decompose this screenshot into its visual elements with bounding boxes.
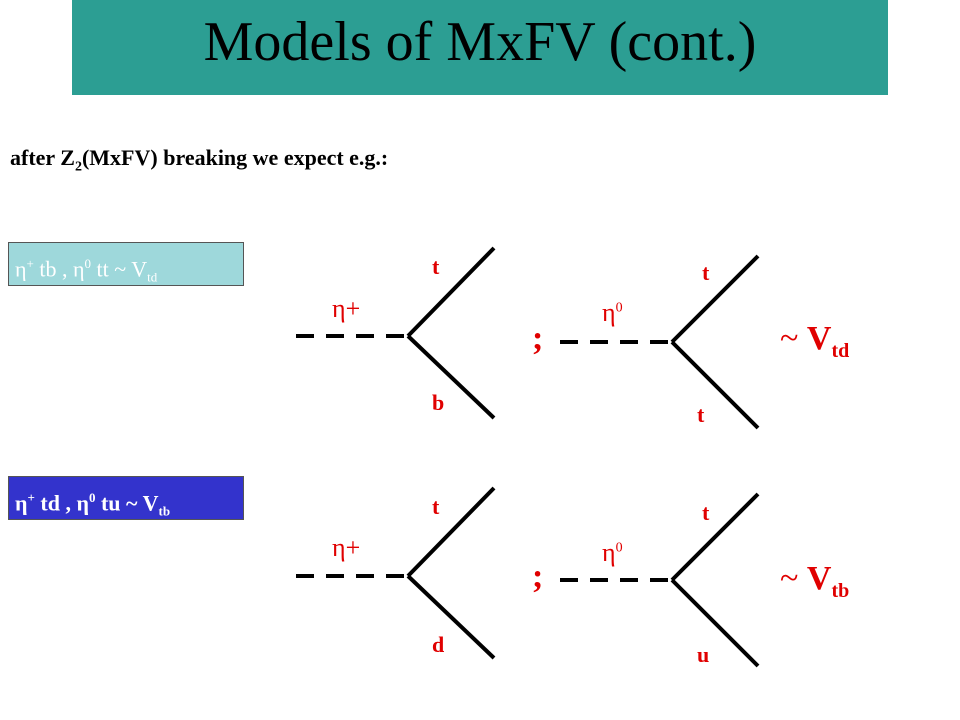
quark-label-top: t bbox=[432, 254, 440, 279]
quark-line-t-5 bbox=[670, 492, 760, 582]
quark-label-down: d bbox=[432, 632, 445, 657]
quark-label-top: t bbox=[432, 494, 440, 519]
quark-line-b-1 bbox=[406, 334, 496, 420]
quark-line-t-1 bbox=[406, 246, 496, 338]
boson-label-eta-zero: η0 bbox=[602, 298, 623, 327]
title-bar: Models of MxFV (cont.) bbox=[72, 0, 888, 95]
quark-line-t-4 bbox=[406, 486, 496, 578]
quark-line-d-1 bbox=[406, 574, 496, 660]
separator: ; bbox=[532, 558, 544, 595]
ckm-result-td: ~ Vtd bbox=[780, 320, 850, 362]
boson-label-eta-plus: η+ bbox=[332, 294, 361, 323]
quark-label-top: t bbox=[702, 260, 710, 285]
quark-line-u-1 bbox=[670, 578, 760, 668]
boson-label-eta-plus: η+ bbox=[332, 533, 361, 562]
ckm-result-tb: ~ Vtb bbox=[780, 560, 850, 602]
boson-label-eta-zero: η0 bbox=[602, 538, 623, 567]
quark-label-top: t bbox=[697, 402, 705, 427]
coupling-box-td: η+ tb , η0 tt ~ Vtd bbox=[8, 242, 244, 286]
quark-line-t-2 bbox=[670, 254, 760, 344]
intro-text: after Z2(MxFV) breaking we expect e.g.: bbox=[10, 145, 389, 175]
coupling-box-tb: η+ td , η0 tu ~ Vtb bbox=[8, 476, 244, 520]
quark-line-t-3 bbox=[670, 340, 760, 430]
quark-label-up: u bbox=[697, 642, 710, 667]
quark-label-top: t bbox=[702, 500, 710, 525]
quark-label-bottom: b bbox=[432, 390, 445, 415]
slide-title: Models of MxFV (cont.) bbox=[203, 11, 757, 73]
separator: ; bbox=[532, 320, 544, 357]
